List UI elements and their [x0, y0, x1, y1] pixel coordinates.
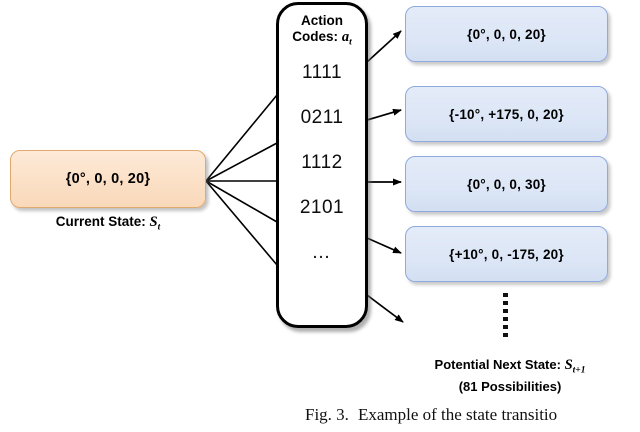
- action-codes-panel[interactable]: Action Codes: at 1111 0211 1112 2101 …: [276, 2, 368, 328]
- fan-line-1: [205, 94, 278, 182]
- figure-caption: Fig. 3. Example of the state transitio: [305, 405, 557, 425]
- next-state-value: {0°, 0, 0, 30}: [467, 176, 546, 192]
- current-state-symbol: S: [149, 214, 158, 230]
- action-codes-title-prefix: Codes:: [292, 28, 342, 44]
- next-state-value: {-10°, +175, 0, 20}: [449, 106, 564, 122]
- action-codes-title-line1: Action: [301, 13, 343, 28]
- next-state-subscript: t+1: [572, 365, 586, 376]
- fan-line-5: [205, 180, 278, 266]
- figure-caption-prefix: Fig. 3.: [305, 405, 349, 424]
- current-state-subscript: t: [157, 222, 161, 233]
- current-state-label-text: Current State:: [55, 214, 150, 229]
- next-state-box[interactable]: {0°, 0, 0, 20}: [405, 6, 608, 62]
- figure-caption-text: Example of the state transitio: [357, 405, 558, 424]
- next-state-label-line1: Potential Next State: St+1: [390, 355, 630, 378]
- next-state-label: Potential Next State: St+1 (81 Possibili…: [390, 355, 630, 397]
- arrow-to-next-state-5: [366, 294, 404, 323]
- vertical-ellipsis-icon: [503, 293, 509, 337]
- arrow-to-next-state-1: [366, 30, 402, 63]
- next-state-box[interactable]: {-10°, +175, 0, 20}: [405, 86, 608, 142]
- action-code-ellipsis: …: [311, 242, 333, 263]
- current-state-label: Current State: St: [10, 214, 206, 233]
- action-code-list: 1111 0211 1112 2101 …: [279, 63, 365, 288]
- current-state-value: {0°, 0, 0, 20}: [65, 171, 151, 187]
- action-code-item[interactable]: 0211: [300, 107, 344, 128]
- next-state-value: {0°, 0, 0, 20}: [467, 26, 546, 42]
- action-code-item[interactable]: 1112: [301, 152, 343, 173]
- action-codes-subscript: t: [349, 37, 352, 48]
- next-state-box[interactable]: {0°, 0, 0, 30}: [405, 156, 608, 212]
- next-state-possibilities: (81 Possibilities): [458, 379, 562, 395]
- next-state-symbol: S: [564, 357, 573, 373]
- action-code-item[interactable]: 1111: [301, 62, 343, 83]
- action-code-item[interactable]: 2101: [299, 197, 345, 218]
- next-state-label-text: Potential Next State:: [434, 357, 565, 372]
- current-state-box[interactable]: {0°, 0, 0, 20}: [10, 150, 206, 208]
- action-codes-title: Action Codes: at: [279, 13, 365, 49]
- next-state-value: {+10°, 0, -175, 20}: [449, 246, 564, 262]
- next-state-box[interactable]: {+10°, 0, -175, 20}: [405, 226, 608, 282]
- fan-line-4: [205, 180, 278, 223]
- fan-line-2: [205, 142, 278, 182]
- action-codes-title-line2: Codes: at: [279, 29, 365, 49]
- arrow-to-next-state-4: [366, 237, 402, 254]
- arrow-to-next-state-2: [366, 108, 402, 121]
- action-codes-symbol: a: [341, 28, 350, 45]
